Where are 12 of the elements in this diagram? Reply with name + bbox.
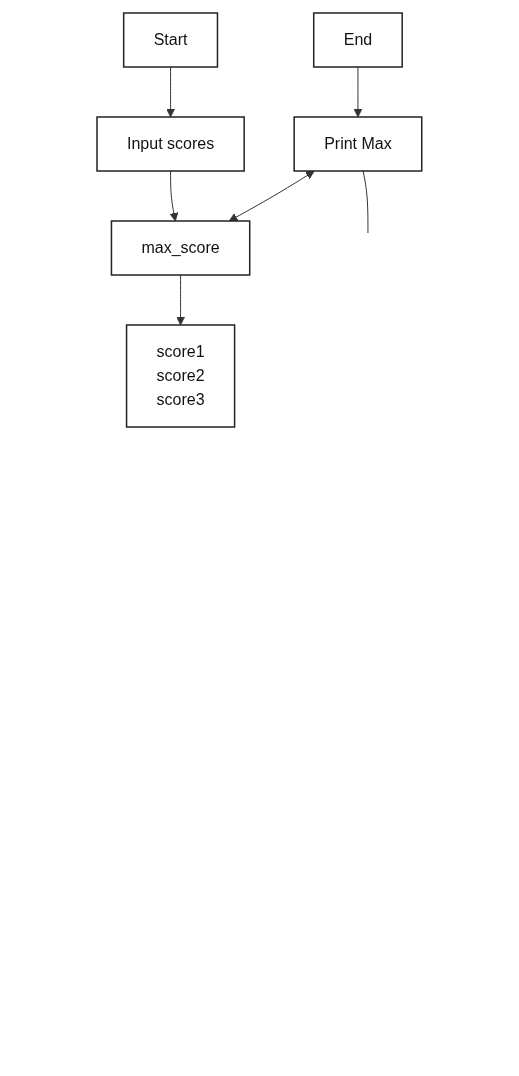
node-box: End [313, 12, 404, 68]
node-box: score1 score2 score3 [125, 324, 236, 428]
arrow [228, 170, 315, 222]
node-box: max_score [110, 220, 251, 276]
connector [362, 170, 369, 234]
node-box: Start [123, 12, 219, 68]
arrow [166, 66, 176, 118]
arrow [176, 274, 186, 326]
arrow [353, 66, 363, 118]
node-box: Input scores [96, 116, 246, 172]
arrow [169, 170, 179, 222]
node-box: Print Max [293, 116, 423, 172]
